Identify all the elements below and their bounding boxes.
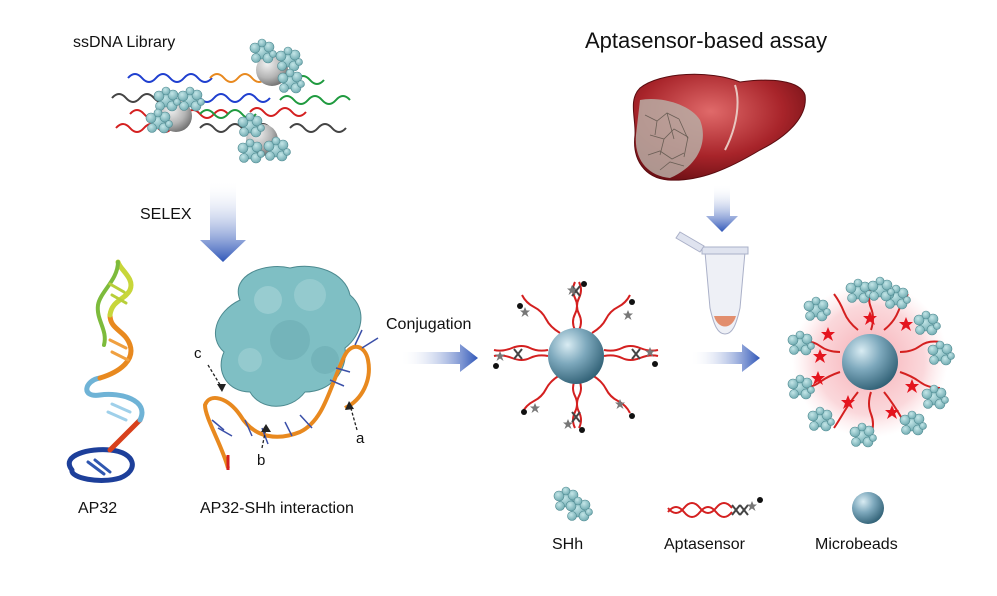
legend-aptasensor-label: Aptasensor [664, 536, 745, 553]
sample-arrow [706, 184, 738, 232]
library-title: ssDNA Library [73, 34, 176, 51]
captured-complex [787, 276, 955, 448]
library-strand [289, 123, 347, 133]
selex-label: SELEX [140, 206, 192, 223]
library-strand [127, 73, 213, 83]
liver-image [632, 73, 806, 181]
legend-microbeads-label: Microbeads [815, 536, 898, 553]
shh-surface [214, 265, 362, 407]
interaction-label: AP32-SHh interaction [200, 500, 354, 517]
legend-shh-label: SHh [552, 536, 584, 553]
detection-arrow [690, 344, 760, 372]
library-strand [249, 107, 307, 117]
selex-arrow [200, 180, 246, 262]
ap32-bound-strand [202, 329, 379, 470]
legend-microbead-icon [852, 492, 884, 524]
legend-shh-icon [553, 486, 593, 522]
ap32-label: AP32 [78, 500, 118, 517]
library-strand [209, 73, 267, 83]
arrow-b-label: b [257, 452, 266, 469]
assay-title: Aptasensor-based assay [585, 28, 828, 53]
library-strand [279, 95, 351, 105]
legend-aptasensor-icon [667, 497, 763, 518]
ap32-structure [66, 259, 145, 483]
arrow-c-label: c [194, 345, 202, 362]
sample-tube [675, 231, 749, 335]
arrow-a-label: a [356, 430, 365, 447]
library-bead-complexes [145, 38, 305, 164]
conjugation-arrow [400, 344, 478, 372]
conjugation-label: Conjugation [386, 316, 472, 333]
ssdna-library [111, 73, 351, 133]
aptasensor-bead [493, 281, 659, 433]
